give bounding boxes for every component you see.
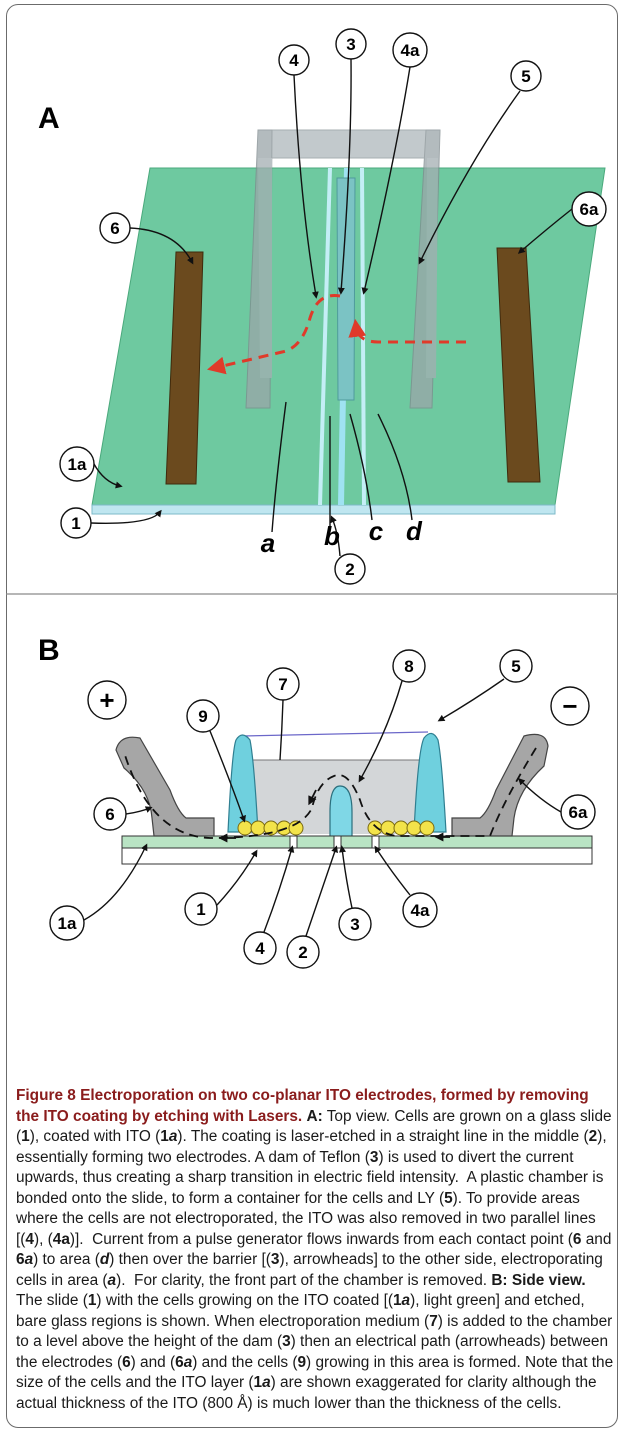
label-6b: 6 — [105, 805, 114, 824]
label-4ab: 4a — [411, 901, 430, 920]
label-2b: 2 — [298, 943, 307, 962]
label-5b: 5 — [511, 657, 520, 676]
dam-3 — [329, 785, 353, 839]
area-label-b: b — [324, 521, 340, 551]
electrode-6a — [496, 247, 541, 483]
minus-sign: − — [562, 691, 577, 721]
figure-illustration: A — [6, 28, 618, 969]
area-label-c: c — [369, 516, 384, 546]
label-3: 3 — [346, 35, 355, 54]
label-4: 4 — [289, 51, 299, 70]
label-6: 6 — [110, 219, 119, 238]
label-8: 8 — [404, 657, 413, 676]
label-2: 2 — [345, 560, 354, 579]
polarity-markers: + − — [87, 680, 590, 726]
cells-9 — [237, 820, 435, 836]
panel-b-callouts — [49, 649, 596, 969]
chamber-wall-right — [413, 732, 447, 833]
plus-sign: + — [99, 685, 114, 715]
label-4b: 4 — [255, 939, 265, 958]
panel-a-label-texts: 4 3 4a 5 6 6a 1a 1 2 a b c d — [68, 35, 599, 579]
current-arrow-right — [348, 318, 466, 344]
panel-b-letter: B — [38, 634, 60, 667]
area-label-d: d — [406, 516, 423, 546]
figure-caption: Figure 8 Electroporation on two co-plana… — [16, 1086, 614, 1414]
slide-front-edge — [91, 504, 556, 515]
label-7: 7 — [278, 675, 287, 694]
plastic-chamber — [245, 129, 441, 409]
label-9: 9 — [198, 707, 207, 726]
current-path — [123, 747, 537, 839]
ito-layer-1a — [121, 835, 593, 849]
figure-frame — [6, 4, 618, 1428]
panel-a-letter: A — [38, 102, 60, 135]
connector-6a — [451, 733, 549, 837]
panel-b-side-view — [115, 731, 593, 865]
area-label-a: a — [261, 528, 275, 558]
label-1a: 1a — [68, 455, 87, 474]
panel-b-label-texts: 7 8 9 5 6 6a 1a 1 4 2 3 4a — [58, 657, 588, 962]
label-1: 1 — [71, 514, 80, 533]
glass-slide-1 — [121, 847, 593, 865]
connector-6 — [115, 736, 215, 837]
label-1ab: 1a — [58, 914, 77, 933]
label-1b: 1 — [196, 900, 205, 919]
label-6ab: 6a — [569, 803, 588, 822]
label-5: 5 — [521, 67, 530, 86]
label-4a: 4a — [401, 41, 420, 60]
panel-a-callouts — [59, 28, 607, 585]
electrode-6 — [165, 251, 204, 485]
etched-line-4 — [318, 168, 332, 505]
label-3b: 3 — [350, 915, 359, 934]
caption-title: Figure 8 Electroporation on two co-plana… — [16, 1087, 589, 1125]
chamber-wall-left — [227, 734, 259, 833]
caption-body: A: Top view. Cells are grown on a glass … — [16, 1107, 614, 1412]
label-6a: 6a — [580, 200, 599, 219]
current-arrow-left — [206, 293, 341, 375]
